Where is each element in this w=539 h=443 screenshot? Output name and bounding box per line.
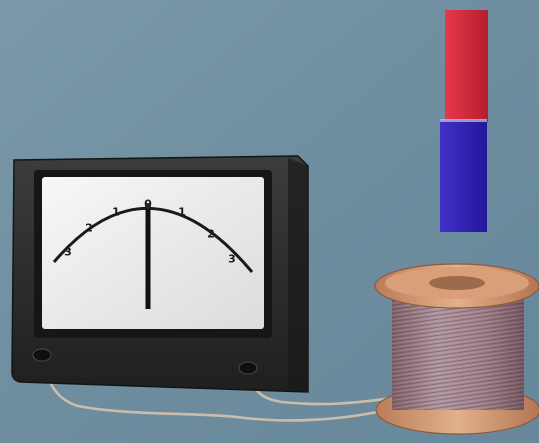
scale-label-5: 2 bbox=[207, 228, 215, 241]
magnet-south-pole bbox=[440, 120, 487, 232]
terminal-right bbox=[239, 362, 257, 374]
bar-magnet bbox=[440, 10, 488, 232]
scale-label-2: 1 bbox=[112, 206, 120, 219]
coil-core-opening bbox=[429, 276, 485, 290]
galvanometer: 3210123 bbox=[12, 156, 308, 392]
magnet-north-pole bbox=[445, 10, 488, 122]
wire-coil bbox=[375, 264, 539, 434]
galvanometer-needle-assembly bbox=[145, 203, 151, 309]
scale-label-0: 3 bbox=[64, 246, 72, 259]
terminal-left bbox=[33, 349, 51, 361]
scale-label-6: 3 bbox=[228, 253, 236, 266]
scale-label-1: 2 bbox=[85, 222, 93, 235]
scale-label-4: 1 bbox=[178, 206, 186, 219]
needle-pivot bbox=[145, 203, 151, 209]
galvanometer-needle bbox=[146, 205, 151, 309]
